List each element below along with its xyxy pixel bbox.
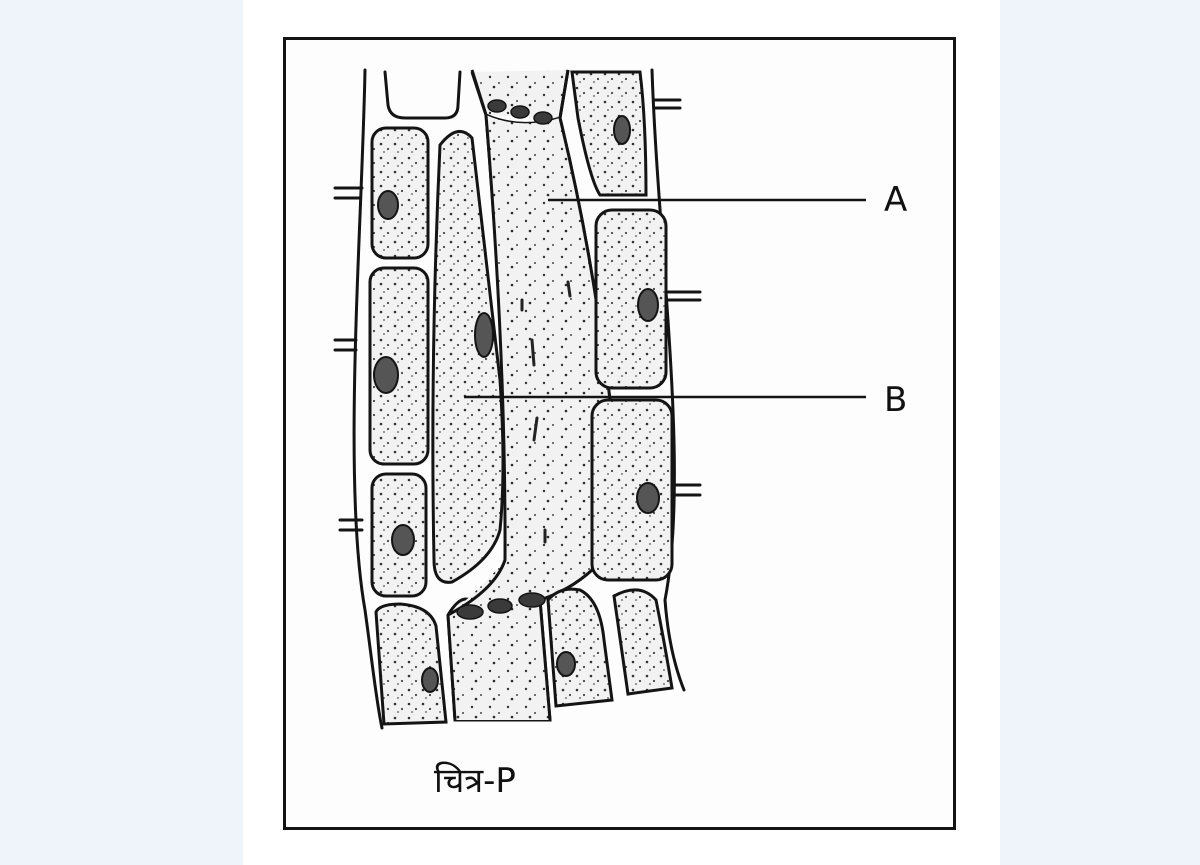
outer-wall-right: [650, 68, 686, 692]
sieve-plate: [510, 105, 530, 119]
figure-caption: चित्र-P: [434, 761, 516, 801]
right-cell-3: [546, 587, 614, 708]
sieve-plate: [487, 99, 507, 113]
wall-stub: [668, 483, 702, 497]
nucleus: [421, 667, 439, 693]
wall-stub: [338, 518, 364, 532]
label-a: A: [884, 180, 908, 220]
right-cell-1: [594, 208, 668, 390]
sieve-plate: [487, 598, 513, 614]
nucleus: [377, 190, 399, 220]
sieve-plate: [456, 604, 484, 620]
left-cell-4: [374, 602, 448, 726]
nucleus: [556, 651, 576, 677]
sieve-plate: [533, 111, 553, 125]
label-b: B: [884, 380, 908, 420]
left-cell-2: [368, 266, 430, 466]
sieve-plate: [518, 592, 546, 608]
wall-stub: [666, 290, 702, 302]
outer-wall-left: [352, 68, 384, 730]
nucleus: [474, 312, 494, 358]
nucleus: [373, 356, 399, 394]
wall-stub: [333, 338, 358, 352]
nucleus: [613, 115, 631, 145]
nucleus: [636, 482, 660, 514]
wall-stub: [653, 98, 682, 110]
right-cell-4: [612, 588, 674, 696]
nucleus: [391, 524, 415, 556]
right-cell-top: [570, 70, 648, 197]
companion-cell: [431, 129, 505, 584]
right-cell-2: [590, 398, 674, 582]
top-cell-outline: [383, 70, 462, 120]
left-cell-1: [370, 126, 430, 260]
wall-stub: [333, 186, 364, 200]
nucleus: [637, 288, 659, 322]
